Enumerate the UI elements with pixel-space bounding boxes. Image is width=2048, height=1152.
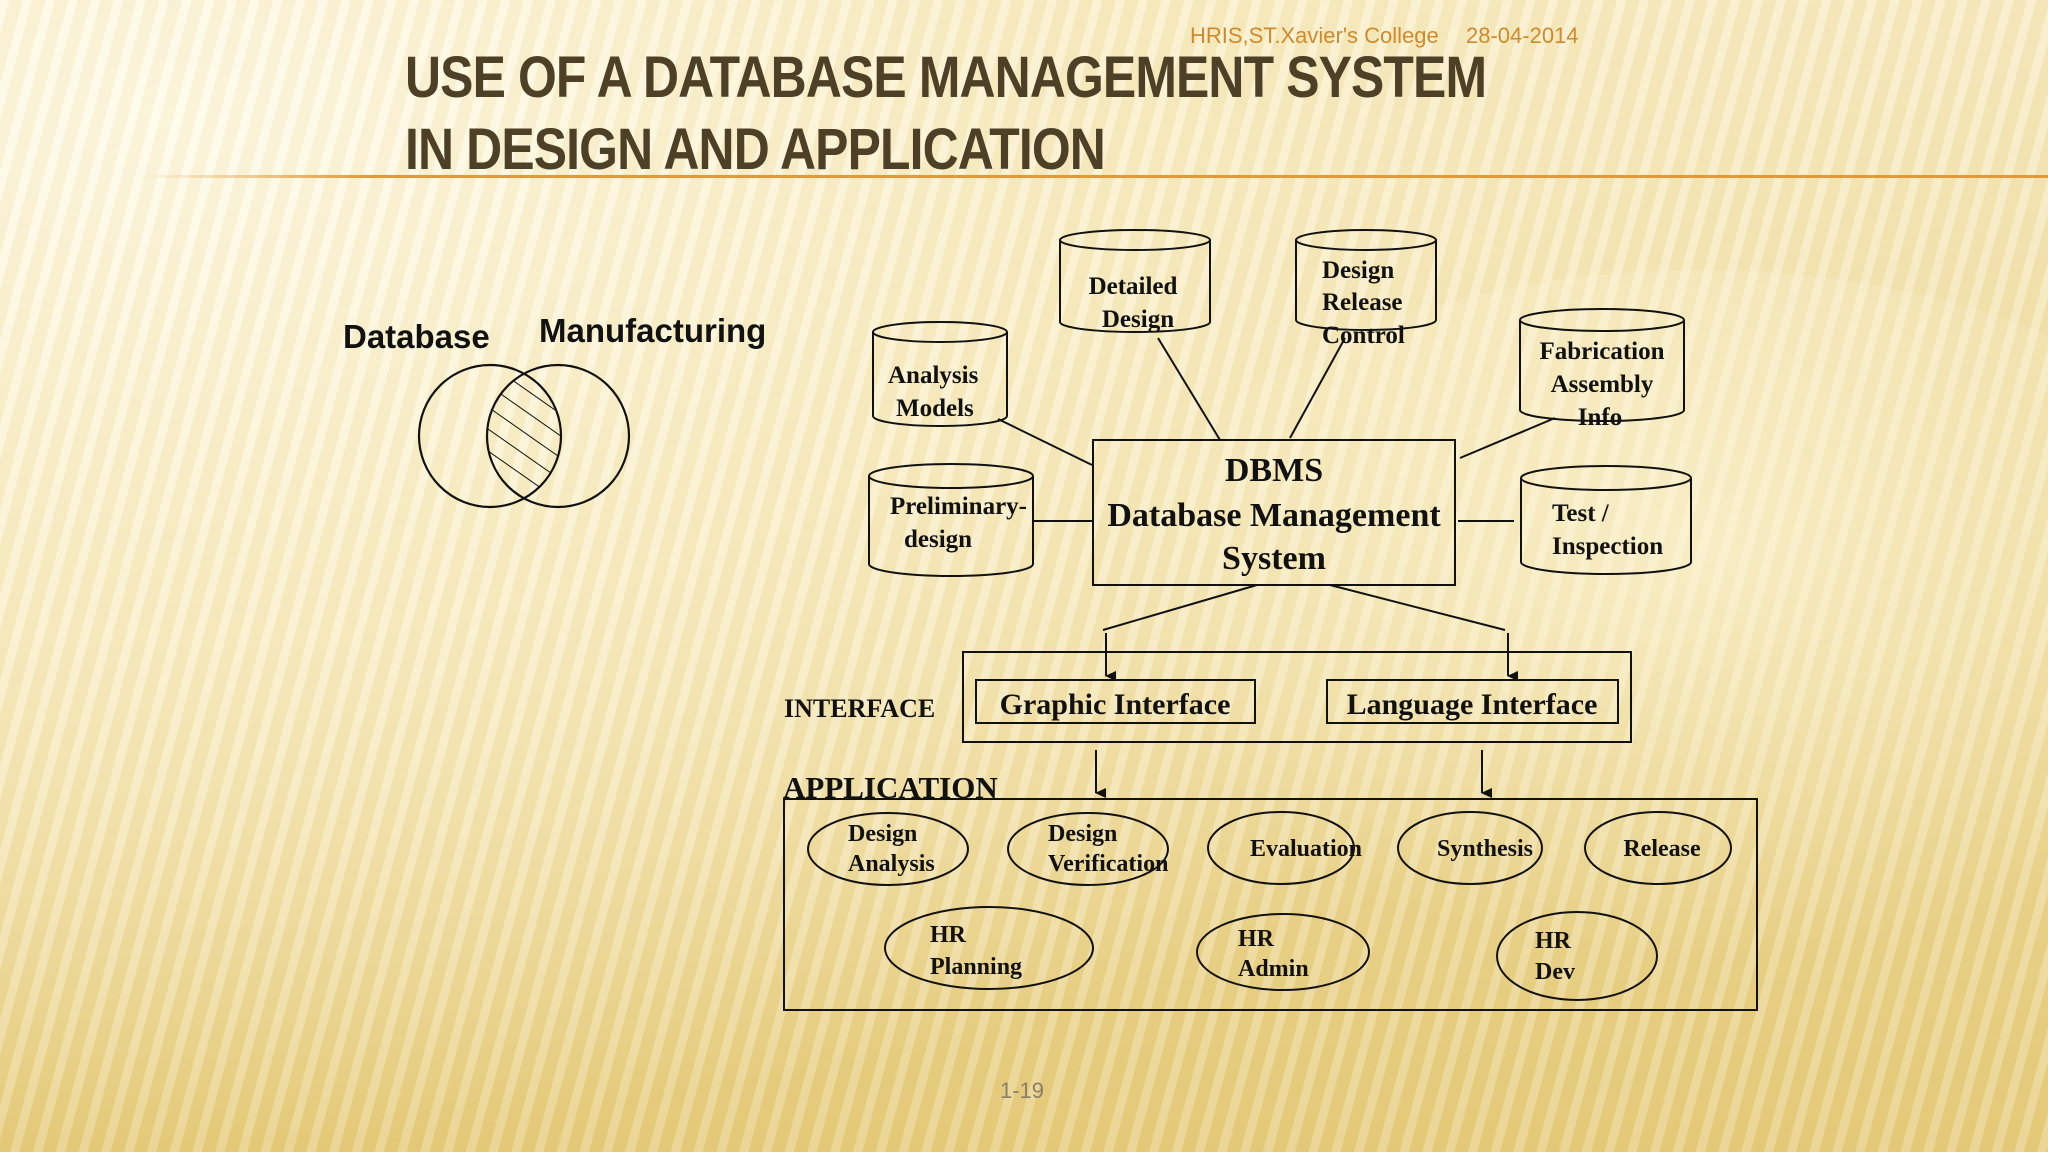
app-design-analysis: Design Analysis <box>807 812 969 886</box>
database-label: Info <box>1578 404 1622 431</box>
venn-diagram <box>417 363 631 509</box>
database-label: Fabrication <box>1540 338 1665 365</box>
slide-title-line-1: USE OF A DATABASE MANAGEMENT SYSTEM <box>405 45 1487 110</box>
connector-lines <box>997 337 1556 798</box>
app-hr-admin: HR Admin <box>1196 913 1370 991</box>
database-detailed-design: Detailed Design <box>1059 229 1211 333</box>
app-label: Synthesis <box>1437 836 1533 862</box>
venn-intersection-hatch <box>487 365 561 507</box>
app-label: Analysis <box>848 851 935 877</box>
database-label: Design <box>1102 306 1174 333</box>
database-analysis-models: Analysis Models <box>872 321 1008 427</box>
database-fabrication-assembly-info: Fabrication Assembly Info <box>1519 308 1685 431</box>
dbms-subtitle: Database Management <box>1107 497 1441 534</box>
app-label: Admin <box>1238 956 1309 982</box>
app-hr-dev: HR Dev <box>1496 911 1658 1001</box>
app-label: Dev <box>1535 959 1575 985</box>
app-release: Release <box>1584 811 1732 885</box>
database-label: Analysis <box>888 362 979 389</box>
app-label: Design <box>848 821 917 847</box>
app-label: Verification <box>1048 851 1168 877</box>
app-synthesis: Synthesis <box>1397 811 1543 885</box>
database-label: Inspection <box>1552 533 1663 560</box>
app-label: HR <box>1238 926 1275 952</box>
app-evaluation: Evaluation <box>1207 811 1362 885</box>
app-label: Evaluation <box>1250 836 1362 862</box>
background-swoosh <box>1100 270 2048 970</box>
database-label: design <box>904 526 972 553</box>
database-label: Detailed <box>1089 273 1178 300</box>
database-label: Test / <box>1552 500 1610 527</box>
venn-label-database: Database <box>343 318 490 355</box>
slide-title-line-2: IN DESIGN AND APPLICATION <box>405 117 1106 182</box>
dbms-subtitle: System <box>1222 540 1326 577</box>
page-number: 1-19 <box>1000 1078 1045 1103</box>
database-label: Assembly <box>1551 371 1654 398</box>
interface-container <box>962 651 1632 743</box>
graphic-interface-box: Graphic Interface <box>975 679 1256 724</box>
app-label: Planning <box>930 954 1022 980</box>
database-preliminary-design: Preliminary- design <box>868 463 1034 577</box>
dbms-box: DBMS Database Management System <box>1092 439 1456 586</box>
app-label: Release <box>1623 836 1701 862</box>
graphic-interface-label: Graphic Interface <box>1000 688 1231 721</box>
app-label: Design <box>1048 821 1117 847</box>
interface-label: INTERFACE <box>784 694 935 723</box>
header-organization: HRIS,ST.Xavier's College <box>1190 23 1439 48</box>
database-label: Models <box>896 395 974 422</box>
language-interface-label: Language Interface <box>1347 688 1598 721</box>
language-interface-box: Language Interface <box>1326 679 1619 724</box>
title-underline <box>140 175 2048 178</box>
venn-label-manufacturing: Manufacturing <box>539 312 767 349</box>
database-label: Preliminary- <box>890 493 1027 520</box>
app-design-verification: Design Verification <box>1007 812 1169 886</box>
header-date: 28-04-2014 <box>1466 23 1579 48</box>
app-label: HR <box>1535 928 1572 954</box>
database-design-release-control: Design Release Control <box>1295 229 1437 349</box>
app-hr-planning: HR Planning <box>884 906 1094 990</box>
app-label: HR <box>930 922 967 948</box>
database-test-inspection: Test / Inspection <box>1520 465 1692 575</box>
dbms-title: DBMS <box>1225 452 1323 489</box>
database-label: Control <box>1322 322 1405 349</box>
database-label: Design <box>1322 257 1394 284</box>
database-label: Release <box>1322 289 1403 316</box>
application-container <box>783 798 1758 1011</box>
